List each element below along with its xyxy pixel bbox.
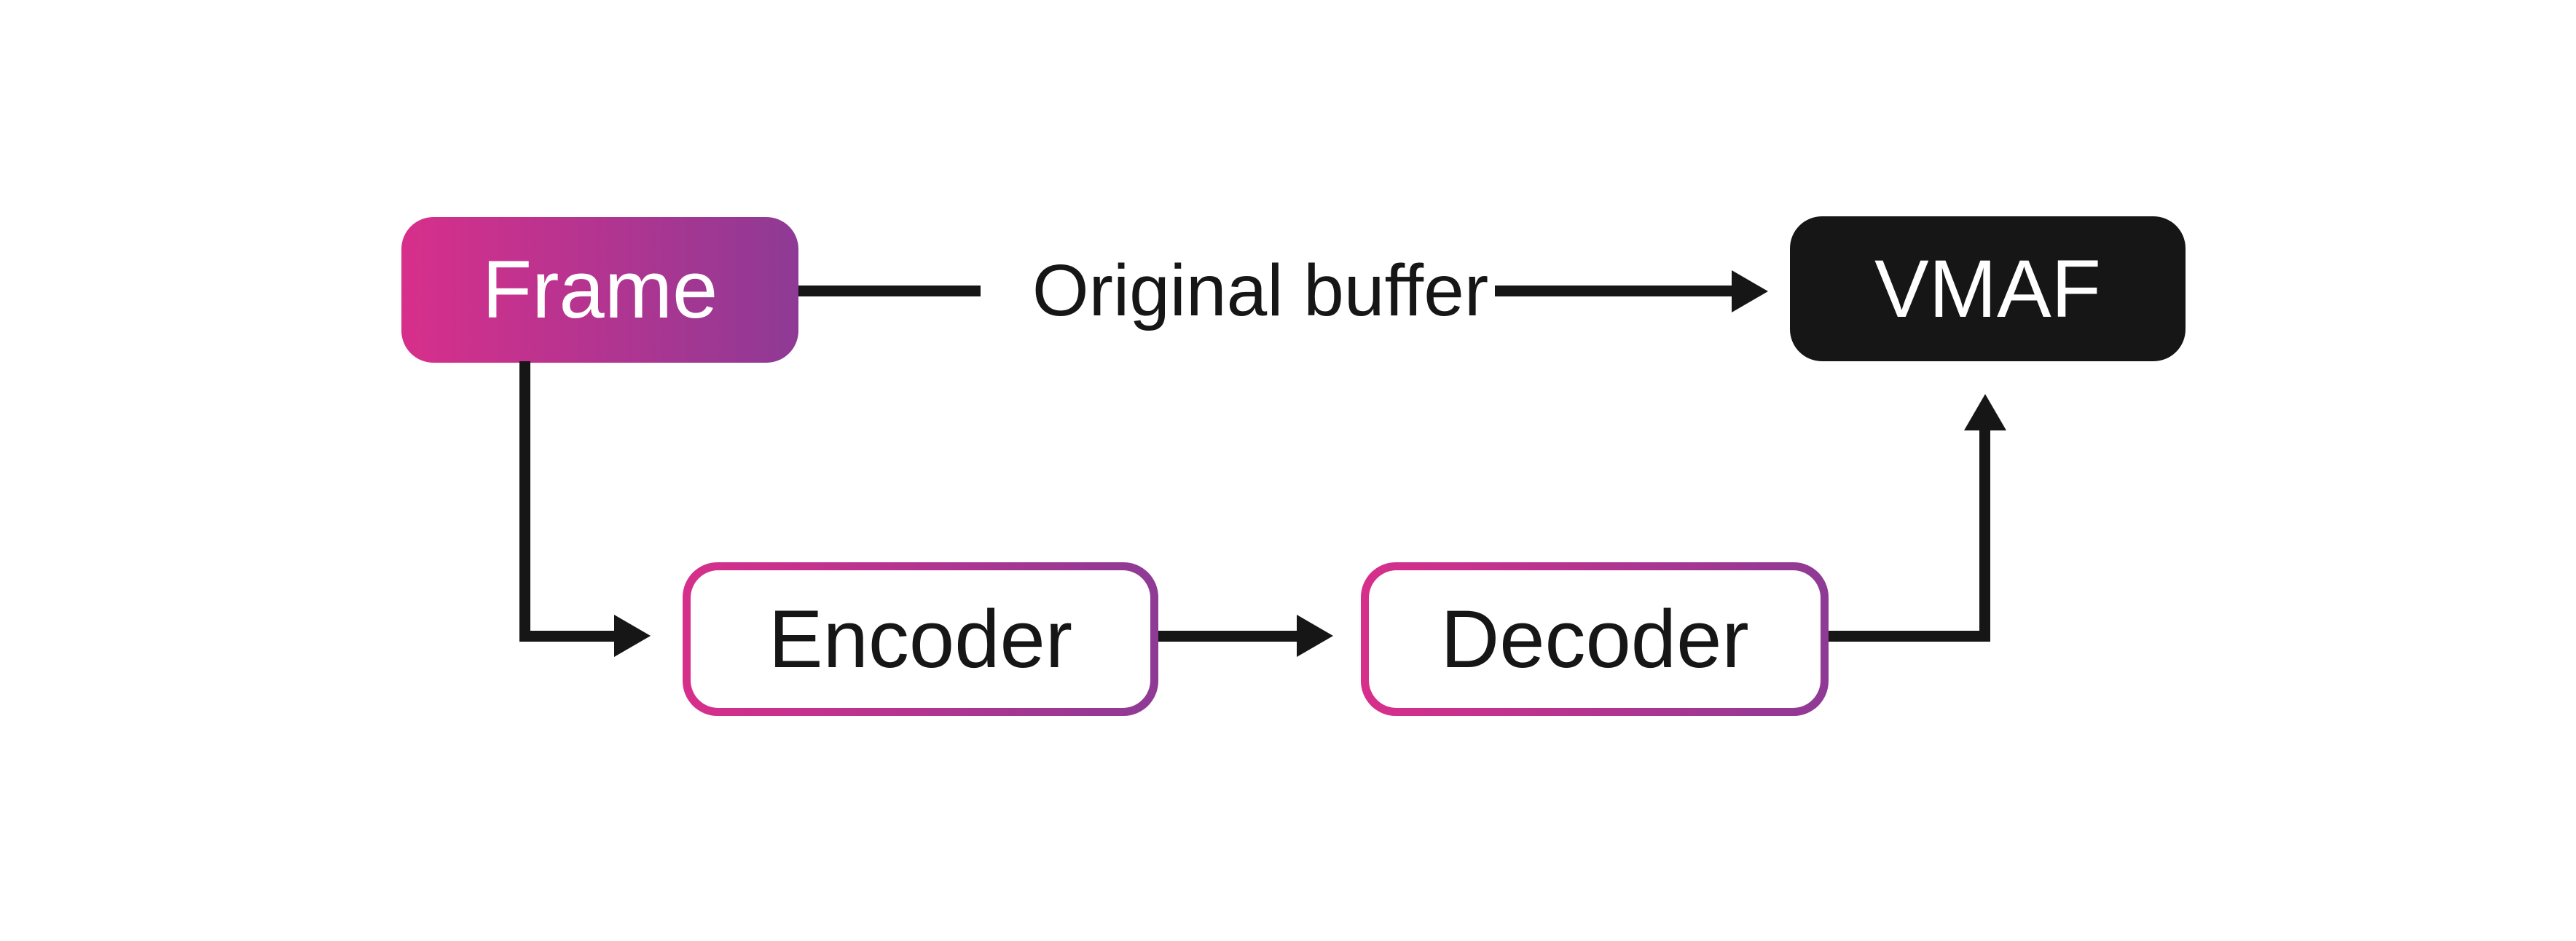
edge-line-elbow-up	[1979, 429, 1990, 642]
decoder-node: Decoder	[1361, 562, 1829, 716]
edge-line-frame-down	[519, 361, 530, 642]
edge-label-original-buffer: Original buffer	[1032, 250, 1489, 331]
edge-line-frame-to-label	[798, 286, 981, 296]
arrowhead-into-decoder-icon	[1297, 615, 1333, 657]
arrowhead-into-encoder-icon	[614, 615, 651, 657]
arrowhead-into-vmaf-bottom-icon	[1964, 394, 2006, 430]
encoder-node-label: Encoder	[691, 570, 1150, 708]
arrowhead-into-vmaf-icon	[1732, 270, 1768, 312]
edge-line-label-to-vmaf	[1495, 286, 1733, 296]
frame-node: Frame	[401, 217, 798, 363]
edge-line-elbow-to-encoder	[519, 631, 616, 642]
vmaf-node: VMAF	[1790, 216, 2186, 361]
encoder-node: Encoder	[683, 562, 1158, 716]
edge-line-decoder-to-elbow	[1829, 631, 1990, 642]
edge-line-encoder-to-decoder	[1158, 631, 1298, 642]
decoder-node-label: Decoder	[1369, 570, 1821, 708]
